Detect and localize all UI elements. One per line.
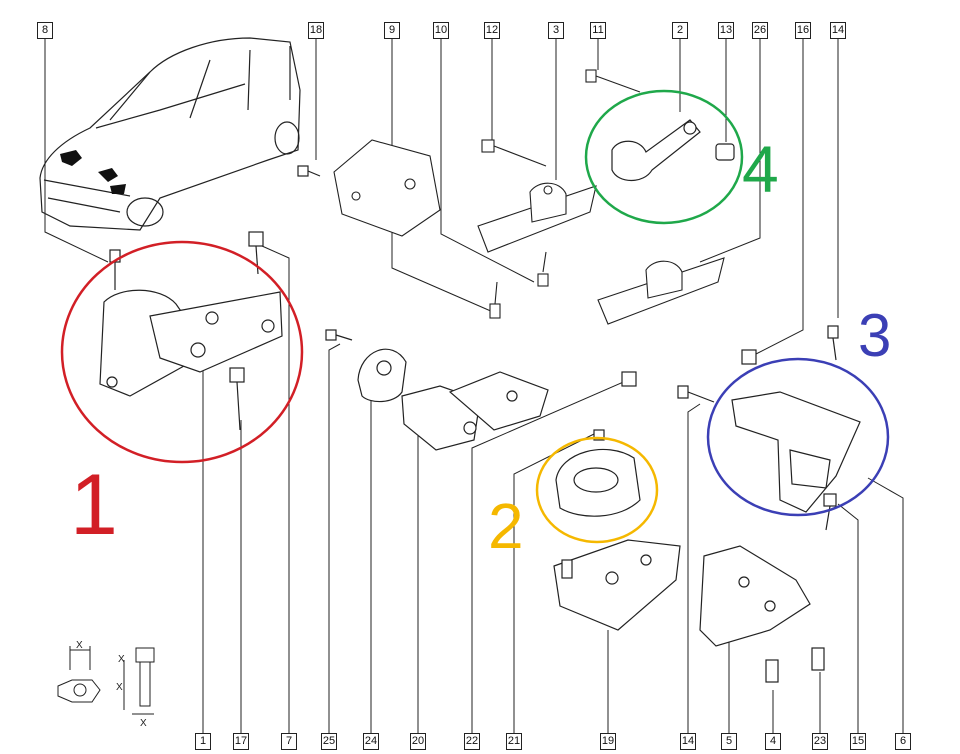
highlight-circle-green <box>584 89 744 225</box>
torque-rod-part-2 <box>611 119 735 182</box>
bracket-part-19 <box>553 539 681 631</box>
fastener-dimension-inset <box>57 646 155 715</box>
leader-9 <box>391 38 494 313</box>
dimension-x-nut: X <box>76 640 83 651</box>
bolts-top-middle <box>481 69 641 319</box>
mount-part-21 <box>555 371 641 517</box>
callout-2: 2 <box>672 22 688 39</box>
handwritten-label-4: 4 <box>742 132 779 206</box>
leader-25 <box>328 343 341 735</box>
callout-9: 9 <box>384 22 400 39</box>
part-20-22-bracket <box>401 371 549 451</box>
callout-5: 5 <box>721 733 737 750</box>
highlight-circle-yellow <box>535 436 659 544</box>
mount-part-3 <box>477 182 597 253</box>
leader-14-bottom <box>687 403 701 735</box>
highlight-circle-blue <box>706 357 890 517</box>
bracket-part-5 <box>699 545 825 683</box>
dimension-x-bolt-bottom: X <box>140 718 147 729</box>
bracket-part-6 <box>677 325 861 531</box>
handwritten-label-3: 3 <box>858 302 892 369</box>
callout-4: 4 <box>765 733 781 750</box>
callout-13: 13 <box>718 22 734 39</box>
bracket-part-18 <box>333 139 441 237</box>
callout-12: 12 <box>484 22 500 39</box>
callout-6: 6 <box>895 733 911 750</box>
callout-14-bottom: 14 <box>680 733 696 750</box>
callout-7: 7 <box>281 733 297 750</box>
leader-22 <box>471 379 629 735</box>
handwritten-label-2: 2 <box>488 490 524 562</box>
callout-23: 23 <box>812 733 828 750</box>
dimension-x-bolt-top: X <box>118 654 125 665</box>
leader-20 <box>417 425 433 735</box>
callout-3: 3 <box>548 22 564 39</box>
car-engine-marks <box>60 150 126 194</box>
callout-17: 17 <box>233 733 249 750</box>
callout-25: 25 <box>321 733 337 750</box>
callout-14-top: 14 <box>830 22 846 39</box>
leader-16 <box>751 38 804 357</box>
callout-10: 10 <box>433 22 449 39</box>
highlight-circle-red <box>60 240 304 464</box>
callout-18: 18 <box>308 22 324 39</box>
leader-15 <box>837 503 859 735</box>
callout-21: 21 <box>506 733 522 750</box>
engine-mount-part-1 <box>99 289 283 397</box>
leader-10 <box>440 38 535 283</box>
leader-7 <box>261 245 290 735</box>
callout-22: 22 <box>464 733 480 750</box>
callout-20: 20 <box>410 733 426 750</box>
dimension-x-bolt-side: X <box>116 682 123 693</box>
car-sketch <box>39 37 301 231</box>
callout-11: 11 <box>590 22 606 39</box>
callout-26: 26 <box>752 22 768 39</box>
callout-16: 16 <box>795 22 811 39</box>
bolts-left <box>109 165 353 431</box>
leader-26 <box>699 38 761 263</box>
leader-21 <box>513 431 599 735</box>
part-24-shield <box>357 348 407 403</box>
mount-part-26 <box>597 257 725 325</box>
handwritten-label-1: 1 <box>70 457 118 553</box>
callout-19: 19 <box>600 733 616 750</box>
leader-8 <box>44 38 109 263</box>
dimension-labels: X X X X <box>76 640 147 729</box>
leader-6 <box>867 477 904 735</box>
callout-24: 24 <box>363 733 379 750</box>
callout-1: 1 <box>195 733 211 750</box>
callout-8: 8 <box>37 22 53 39</box>
callout-15: 15 <box>850 733 866 750</box>
